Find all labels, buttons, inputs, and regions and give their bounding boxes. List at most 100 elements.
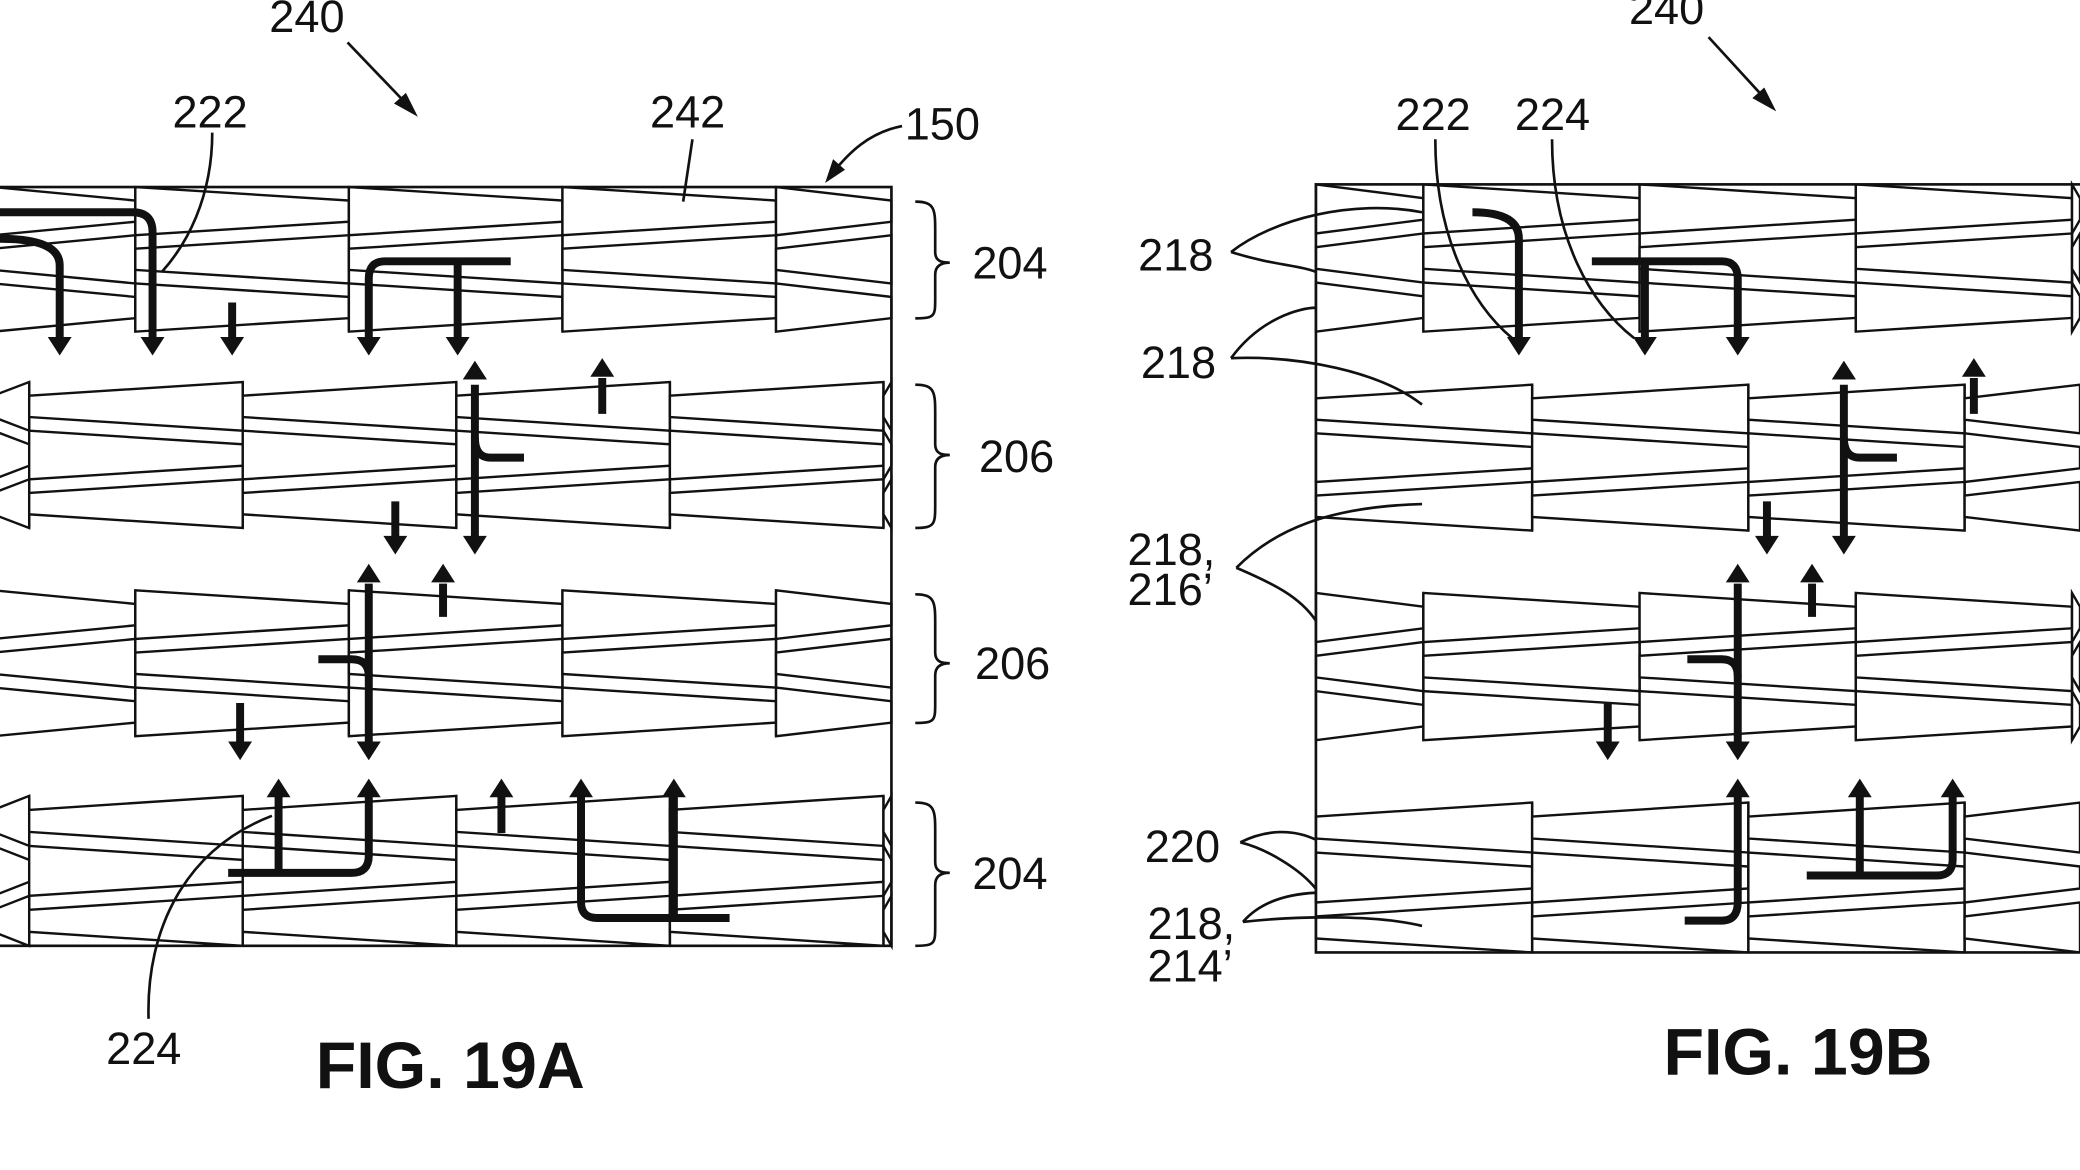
strut xyxy=(1314,232,1425,284)
label-218-a: 218 xyxy=(1138,230,1213,281)
flow-path xyxy=(228,795,373,877)
strut xyxy=(0,282,137,333)
strut xyxy=(455,794,672,848)
strut xyxy=(1963,480,2080,532)
flow-arrows-b xyxy=(1472,208,1986,925)
label-224-b: 224 xyxy=(1515,89,1590,140)
strut xyxy=(0,431,31,479)
strut xyxy=(561,233,778,285)
strut xyxy=(0,847,31,895)
flow-path xyxy=(1687,655,1742,677)
strut xyxy=(134,637,351,689)
label-218-214-line2: 214’ xyxy=(1147,941,1232,992)
arrowhead-icon xyxy=(1831,535,1856,555)
arrowhead-icon xyxy=(266,778,291,798)
strut xyxy=(1422,281,1641,333)
strut xyxy=(0,477,31,530)
strut xyxy=(1314,851,1534,904)
arrowhead-icon xyxy=(356,741,381,761)
leader-240-b xyxy=(1707,36,1768,102)
strut xyxy=(1854,591,2074,644)
strut xyxy=(1314,480,1534,532)
label-206-b: 206 xyxy=(975,638,1050,689)
flow-path xyxy=(1839,437,1897,462)
strut xyxy=(2070,179,2080,238)
strut xyxy=(1314,801,1534,854)
strut xyxy=(668,844,885,898)
label-222-b: 222 xyxy=(1396,89,1471,140)
strut xyxy=(134,589,351,641)
arrowhead-icon xyxy=(1632,336,1657,356)
label-204-bottom: 204 xyxy=(972,848,1047,899)
arrowhead-icon xyxy=(661,778,686,798)
flow-path xyxy=(577,795,730,922)
arrowhead-icon xyxy=(1831,360,1856,380)
strut xyxy=(1314,432,1534,484)
strut xyxy=(1638,689,1858,742)
strut xyxy=(27,429,244,481)
strut xyxy=(561,185,778,237)
strut xyxy=(455,380,672,432)
figure-caption-19a: FIG. 19A xyxy=(316,1029,585,1103)
strut xyxy=(27,794,244,848)
strut xyxy=(1314,591,1425,644)
frame-150 xyxy=(0,185,893,948)
arrowhead-icon xyxy=(569,778,593,798)
leader-224-b xyxy=(1550,139,1636,340)
strut xyxy=(1854,689,2074,742)
strut xyxy=(0,637,137,689)
strut xyxy=(2070,686,2080,745)
strut xyxy=(561,589,778,641)
strut xyxy=(241,478,458,530)
flow-path xyxy=(0,208,157,339)
arrowhead-icon xyxy=(1506,336,1531,356)
arrowhead-icon xyxy=(431,563,455,583)
strut xyxy=(1530,851,1750,904)
strut xyxy=(27,380,244,432)
strut xyxy=(774,233,893,285)
strut xyxy=(774,588,893,641)
strut xyxy=(1747,901,1966,954)
strut xyxy=(347,185,564,237)
arrowhead-icon xyxy=(1940,778,1965,798)
label-240: 240 xyxy=(269,0,344,42)
arrowhead-icon xyxy=(356,563,381,583)
arrowhead-icon xyxy=(356,336,381,356)
strut xyxy=(1638,591,1858,644)
strut xyxy=(1638,640,1858,693)
strut xyxy=(668,794,885,848)
strut xyxy=(1314,383,1534,435)
strut xyxy=(1963,431,2080,484)
arrowhead-icon xyxy=(47,336,72,356)
strut xyxy=(455,844,672,898)
strut xyxy=(27,894,244,948)
strut xyxy=(1963,801,2080,854)
strut xyxy=(0,380,31,433)
strut xyxy=(2070,639,2080,694)
leader-242 xyxy=(681,139,694,202)
strut xyxy=(1963,383,2080,435)
label-218-216-line2: 216’ xyxy=(1128,564,1213,615)
strut xyxy=(1854,183,2074,235)
flow-arrows-a xyxy=(0,208,730,922)
strut xyxy=(561,686,778,738)
arrowhead-icon xyxy=(590,358,615,377)
strut xyxy=(774,637,893,689)
leader-218-216 xyxy=(1235,502,1423,622)
leader-222 xyxy=(160,132,214,273)
strut xyxy=(1422,183,1641,235)
arrowhead-icon xyxy=(228,741,253,761)
strut xyxy=(2070,231,2080,285)
arrowhead-icon xyxy=(462,535,487,555)
arrowhead-icon xyxy=(489,778,514,798)
label-222: 222 xyxy=(172,86,247,137)
strut xyxy=(134,282,351,333)
arrowhead-icon xyxy=(220,336,245,356)
figure-caption-19b: FIG. 19B xyxy=(1663,1015,1932,1089)
strut xyxy=(1854,281,2074,333)
strut xyxy=(134,233,351,285)
strut xyxy=(1638,281,1858,333)
arrowhead-icon xyxy=(445,336,470,356)
strut xyxy=(347,686,564,738)
